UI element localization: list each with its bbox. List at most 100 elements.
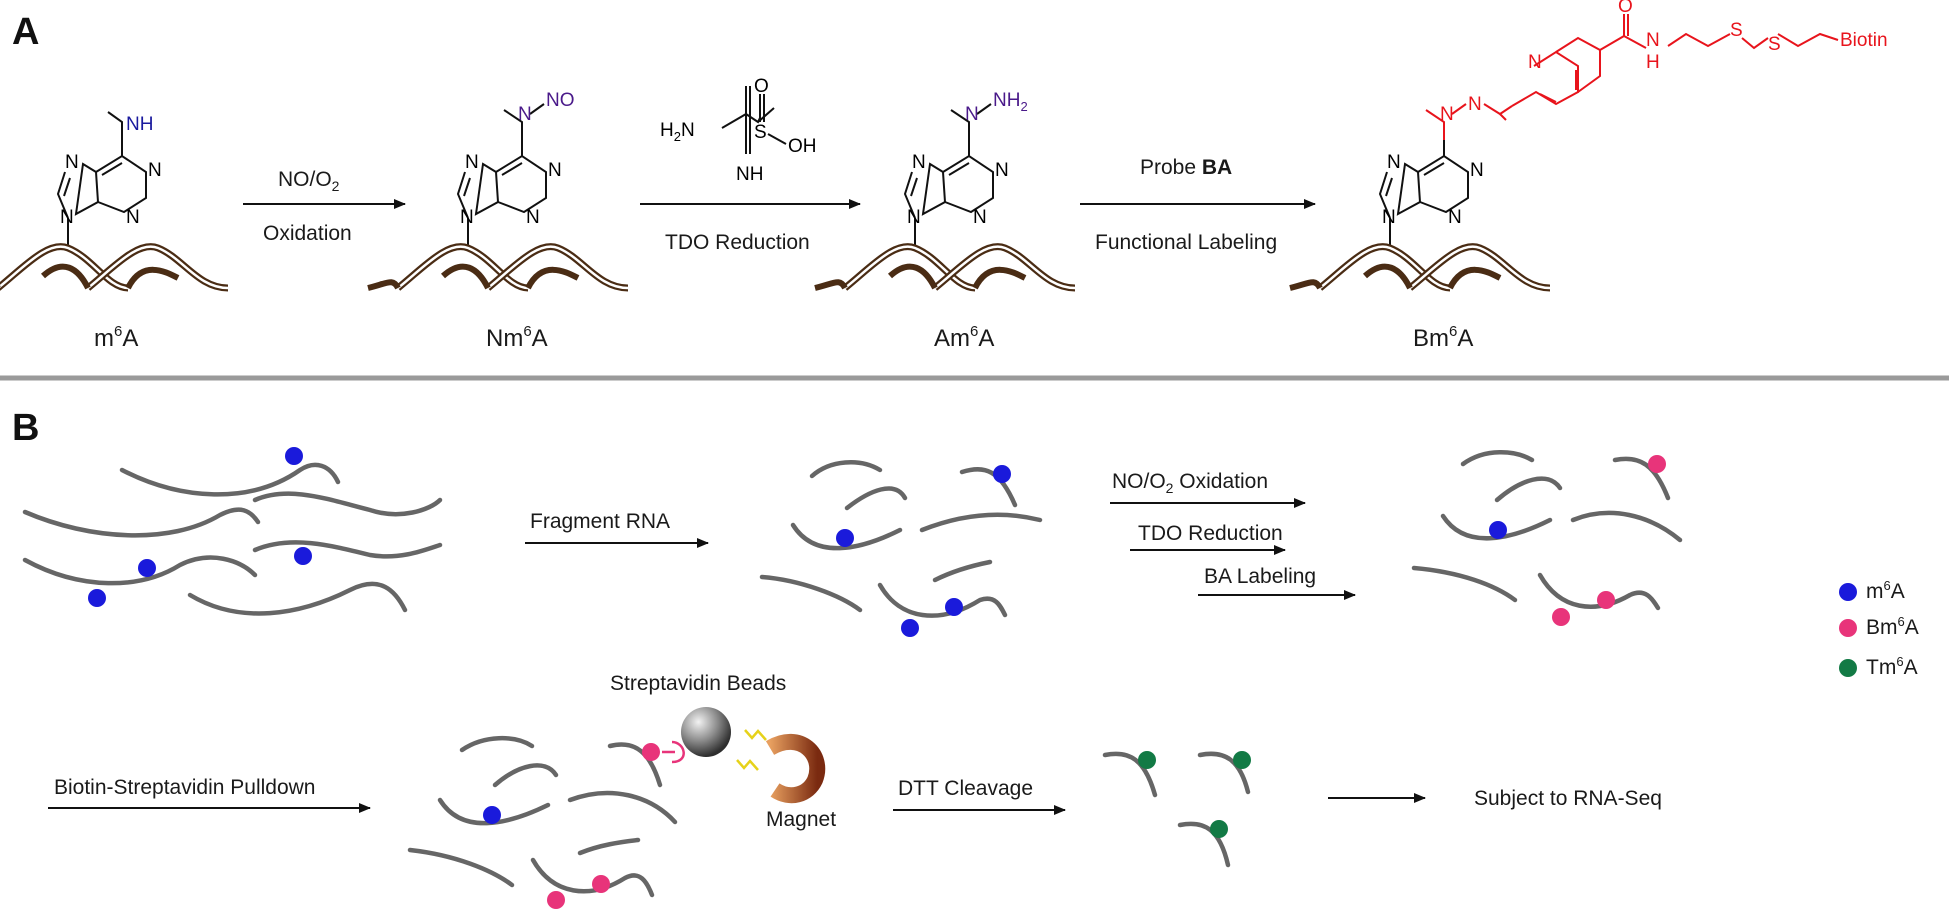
rna-strand: [187, 581, 408, 616]
m6a-dot: [1489, 521, 1507, 539]
rna-group-pulldown: [407, 707, 826, 909]
rna-fragment: [1570, 510, 1683, 543]
legend-bm6a-label: Bm6A: [1866, 614, 1919, 639]
n-methyl-nh: NH: [126, 114, 153, 135]
reduction-step-label: TDO Reduction: [1138, 522, 1283, 545]
rna-fragment: [437, 797, 551, 826]
compound-name-bm6a: Bm6A: [1413, 323, 1473, 352]
rna-fragment: [1612, 456, 1671, 501]
rna-group-full: [22, 447, 443, 616]
tdo-oh: OH: [788, 136, 817, 157]
legend-m6a-label: m6A: [1866, 578, 1905, 603]
atom-n9: N: [1382, 207, 1396, 228]
hydrazine-nh2: NH2: [993, 90, 1028, 114]
atom-n-hydrazine: N: [965, 104, 979, 125]
probe-s1: S: [1730, 20, 1743, 41]
rna-fragment: [607, 742, 663, 788]
rna-fragment: [530, 857, 655, 898]
tm6a-dot: [1210, 820, 1228, 838]
rna-fragment: [1440, 513, 1553, 541]
legend-tm6a-label: Tm6A: [1866, 654, 1918, 679]
rna-strand: [252, 540, 443, 559]
panel-a-label: A: [12, 11, 39, 53]
tdo-h2n: H2N: [660, 120, 695, 144]
rna-fragment: [844, 486, 908, 511]
m6a-dot: [993, 465, 1011, 483]
rna-strand: [22, 507, 261, 538]
probe-s2: S: [1768, 34, 1781, 55]
atom-n7: N: [912, 152, 926, 173]
rna-strand: [22, 555, 258, 586]
oxidation-label: Oxidation: [263, 222, 352, 245]
m6a-dot: [88, 589, 106, 607]
m6a-dot: [945, 598, 963, 616]
tdo-nh: NH: [736, 164, 763, 185]
m6a-dot: [483, 806, 501, 824]
bm6a-dot: [592, 875, 610, 893]
rna-fragment: [1460, 450, 1535, 467]
cleavage-label: DTT Cleavage: [898, 777, 1033, 800]
magnetic-field-icon: [736, 759, 759, 771]
compound-am6a: N NH2 N N N N: [815, 90, 1075, 288]
labeling-step-label: BA Labeling: [1204, 565, 1316, 588]
probe-biotin: Biotin: [1840, 30, 1888, 51]
tdo-s: S: [754, 122, 767, 143]
rna-fragment: [959, 467, 1018, 508]
m6a-dot: [138, 559, 156, 577]
compound-bm6a: N N N O N H S S Biotin N N N N: [1290, 0, 1888, 288]
atom-n9: N: [460, 207, 474, 228]
tdo-o: O: [754, 76, 769, 97]
magnetic-field-icon: [744, 729, 767, 741]
rna-fragment: [790, 522, 903, 551]
atom-n9: N: [907, 207, 921, 228]
compound-name-nm6a: Nm6A: [486, 323, 548, 352]
probe-label: Probe BA: [1140, 156, 1232, 179]
atom-n1: N: [148, 160, 162, 181]
probe-n-a: N: [1440, 104, 1454, 125]
rna-fragment: [809, 460, 883, 479]
compound-name-m6a: m6A: [94, 323, 138, 352]
m6a-dot: [285, 447, 303, 465]
rna-fragment: [932, 559, 993, 583]
compound-name-am6a: Am6A: [934, 323, 994, 352]
reduction-label: TDO Reduction: [665, 231, 810, 254]
rna-fragment: [1411, 565, 1518, 603]
rna-group-fragments: [759, 460, 1043, 637]
m6a-dot: [836, 529, 854, 547]
atom-n7: N: [1387, 152, 1401, 173]
compound-m6a: NH N N N N: [0, 111, 228, 288]
atom-n3: N: [973, 207, 987, 228]
atom-n9: N: [60, 207, 74, 228]
oxidation-reagent: NO/O2: [278, 168, 340, 194]
atom-n-nitroso: N: [518, 104, 532, 125]
legend-bm6a-swatch: [1839, 619, 1857, 637]
rna-fragment: [567, 790, 678, 825]
beads-label: Streptavidin Beads: [610, 672, 786, 695]
oxidation-step-label: NO/O2 Oxidation: [1112, 470, 1268, 496]
bm6a-dot: [642, 743, 660, 761]
tm6a-dot: [1233, 751, 1251, 769]
m6a-dot: [901, 619, 919, 637]
atom-n7: N: [65, 152, 79, 173]
nitroso-no: NO: [546, 90, 575, 111]
bm6a-dot: [547, 891, 565, 909]
legend-tm6a-swatch: [1839, 659, 1857, 677]
rna-fragment: [759, 574, 863, 613]
tm6a-dot: [1138, 751, 1156, 769]
probe-amide-n: N: [1646, 30, 1660, 51]
tdo-structure: H2N S O OH NH: [660, 76, 817, 185]
m6a-dot: [294, 547, 312, 565]
bm6a-dot: [1648, 455, 1666, 473]
atom-n1: N: [1470, 160, 1484, 181]
rna-group-cleaved: [1102, 751, 1251, 868]
streptavidin-bead: [681, 707, 731, 757]
rna-fragment: [1102, 751, 1158, 798]
atom-n3: N: [126, 207, 140, 228]
magnet-icon: [765, 734, 826, 804]
atom-n3: N: [526, 207, 540, 228]
atom-n7: N: [465, 152, 479, 173]
compound-nm6a: N NO N N N N: [368, 90, 628, 288]
rna-fragment: [459, 735, 535, 753]
biotin-linker: [662, 740, 685, 764]
